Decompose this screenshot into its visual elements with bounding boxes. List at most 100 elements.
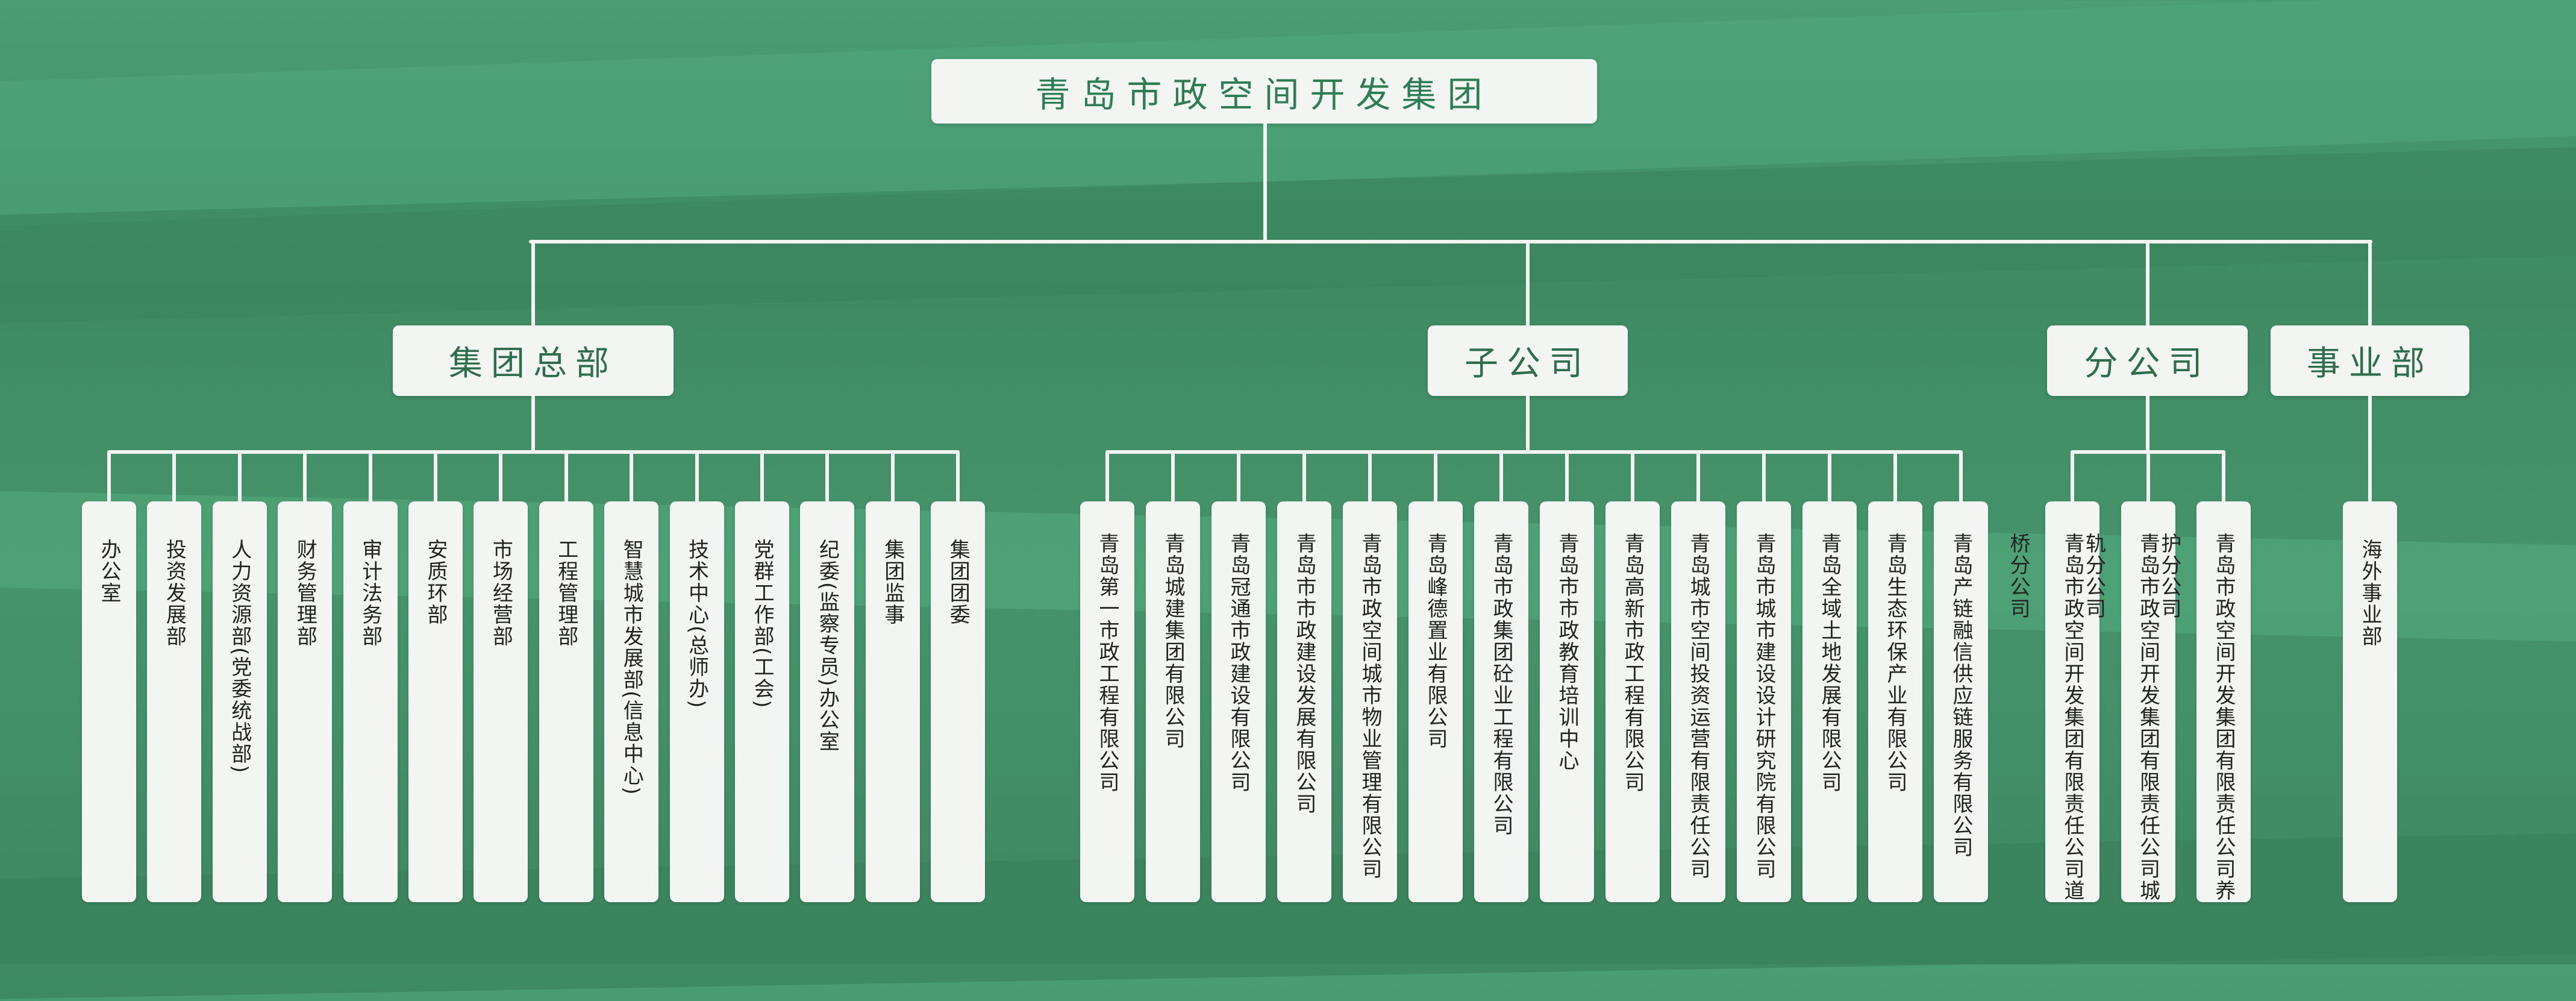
connector-line	[956, 452, 960, 503]
connector-line	[1105, 452, 1109, 503]
unit-node[interactable]: 审计法务部	[343, 501, 398, 902]
connector-line	[2145, 240, 2149, 325]
connector-line	[1434, 452, 1437, 503]
unit-node[interactable]: 青岛第一市政工程有限公司	[1080, 501, 1134, 902]
unit-label: 青岛市政空间开发集团有限责任公司养护分公司	[2157, 533, 2236, 902]
unit-node[interactable]: 青岛市城市建设设计研究院有限公司	[1737, 501, 1791, 902]
unit-node[interactable]: 青岛冠通市政建设有限公司	[1211, 501, 1266, 902]
unit-label: 青岛市市政教育培训中心	[1555, 533, 1579, 771]
unit-node[interactable]: 青岛市政空间城市物业管理有限公司	[1343, 501, 1397, 902]
unit-label: 审计法务部	[358, 539, 383, 647]
connector-line	[1263, 124, 1267, 242]
unit-node[interactable]: 青岛城建集团有限公司	[1146, 501, 1200, 902]
unit-node[interactable]: 青岛市政空间开发集团有限责任公司养护分公司	[2157, 501, 2251, 902]
connector-line	[237, 452, 242, 503]
root-node[interactable]: 青岛市政空间开发集团	[931, 59, 1597, 124]
connector-line	[1565, 452, 1569, 503]
unit-label: 青岛全域土地发展有限公司	[1818, 533, 1842, 793]
connector-line	[2368, 452, 2372, 503]
connector-line	[531, 240, 535, 325]
connector-line	[1631, 452, 1634, 503]
connector-line	[630, 452, 634, 503]
connector-line	[434, 452, 437, 503]
unit-label: 青岛产链融信供应链服务有限公司	[1949, 533, 1973, 858]
unit-node[interactable]: 纪委(监察专员)办公室	[800, 501, 855, 902]
unit-node[interactable]: 海外事业部	[2343, 501, 2397, 902]
unit-label: 青岛市政空间开发集团有限责任公司道桥分公司	[2006, 533, 2084, 902]
unit-node[interactable]: 青岛市市政建设发展有限公司	[1277, 501, 1331, 902]
connector-line	[172, 452, 177, 503]
unit-node[interactable]: 投资发展部	[147, 501, 202, 902]
unit-node[interactable]: 工程管理部	[539, 501, 593, 902]
connector-line	[1171, 452, 1175, 503]
connector-line	[531, 396, 535, 454]
connector-line	[1368, 452, 1372, 503]
unit-label: 技术中心(总师办)	[684, 539, 709, 709]
connector-line	[1893, 452, 1897, 503]
group-node-branches[interactable]: 分公司	[2047, 325, 2248, 396]
connector-line	[1959, 452, 1963, 503]
unit-node[interactable]: 党群工作部(工会)	[735, 501, 789, 902]
unit-label: 青岛市市政建设发展有限公司	[1292, 533, 1316, 815]
connector-line	[1762, 452, 1766, 503]
connector-line	[825, 452, 830, 503]
unit-node[interactable]: 技术中心(总师办)	[669, 501, 724, 902]
connector-line	[499, 452, 503, 503]
unit-node[interactable]: 财务管理部	[278, 501, 333, 902]
unit-node[interactable]: 安质环部	[408, 501, 463, 902]
connector-line	[1526, 240, 1530, 325]
group-node-headquarters[interactable]: 集团总部	[393, 325, 674, 396]
connector-line	[760, 452, 764, 503]
group-node-business-units[interactable]: 事业部	[2271, 325, 2469, 396]
unit-node[interactable]: 集团团委	[931, 501, 986, 902]
unit-label: 青岛城市空间投资运营有限责任公司	[1686, 533, 1710, 880]
unit-node[interactable]: 青岛生态环保产业有限公司	[1868, 501, 1922, 902]
unit-label: 人力资源部(党委统战部)	[227, 539, 252, 774]
connector-line	[303, 452, 307, 503]
unit-label: 办公室	[97, 539, 121, 604]
connector-line	[368, 452, 372, 503]
unit-label: 青岛市政集团砼业工程有限公司	[1489, 533, 1513, 836]
unit-label: 青岛市政空间城市物业管理有限公司	[1358, 533, 1382, 880]
unit-label: 青岛高新市政工程有限公司	[1621, 533, 1645, 793]
unit-label: 安质环部	[424, 539, 448, 626]
connector-line	[2368, 240, 2372, 325]
connector-line	[1302, 452, 1306, 503]
connector-line	[1696, 452, 1700, 503]
unit-node[interactable]: 青岛峰德置业有限公司	[1408, 501, 1463, 902]
unit-node[interactable]: 青岛全域土地发展有限公司	[1802, 501, 1857, 902]
unit-label: 智慧城市发展部(信息中心)	[619, 539, 644, 796]
connector-line	[107, 452, 111, 503]
connector-line	[1237, 452, 1240, 503]
unit-node[interactable]: 集团监事	[865, 501, 920, 902]
background-band	[0, 143, 2576, 327]
unit-label: 海外事业部	[2358, 539, 2382, 647]
unit-label: 工程管理部	[554, 539, 578, 647]
unit-label: 投资发展部	[162, 539, 187, 647]
unit-node[interactable]: 青岛产链融信供应链服务有限公司	[1934, 501, 1988, 902]
unit-label: 青岛市城市建设设计研究院有限公司	[1752, 533, 1776, 880]
unit-label: 青岛市政空间开发集团有限责任公司城轨分公司	[2081, 533, 2160, 902]
unit-node[interactable]: 青岛城市空间投资运营有限责任公司	[1671, 501, 1725, 902]
unit-label: 市场经营部	[489, 539, 513, 647]
connector-line	[2222, 452, 2225, 503]
connector-line	[1526, 396, 1530, 454]
connector-line	[1828, 452, 1831, 503]
unit-node[interactable]: 青岛高新市政工程有限公司	[1605, 501, 1660, 902]
unit-label: 青岛第一市政工程有限公司	[1095, 533, 1119, 793]
connector-line	[695, 452, 699, 503]
group-node-subsidiaries[interactable]: 子公司	[1428, 325, 1628, 396]
unit-node[interactable]: 人力资源部(党委统战部)	[212, 501, 267, 902]
connector-line	[2071, 452, 2074, 503]
unit-label: 青岛冠通市政建设有限公司	[1227, 533, 1251, 793]
unit-node[interactable]: 青岛市政空间开发集团有限责任公司城轨分公司	[2081, 501, 2175, 902]
unit-node[interactable]: 青岛市政集团砼业工程有限公司	[1474, 501, 1528, 902]
unit-label: 青岛生态环保产业有限公司	[1883, 533, 1907, 793]
connector-line	[107, 450, 960, 454]
connector-line	[1499, 452, 1503, 503]
unit-node[interactable]: 办公室	[82, 501, 136, 902]
unit-node[interactable]: 市场经营部	[474, 501, 528, 902]
unit-node[interactable]: 智慧城市发展部(信息中心)	[604, 501, 659, 902]
unit-node[interactable]: 青岛市政空间开发集团有限责任公司道桥分公司	[2006, 501, 2099, 902]
unit-node[interactable]: 青岛市市政教育培训中心	[1540, 501, 1594, 902]
